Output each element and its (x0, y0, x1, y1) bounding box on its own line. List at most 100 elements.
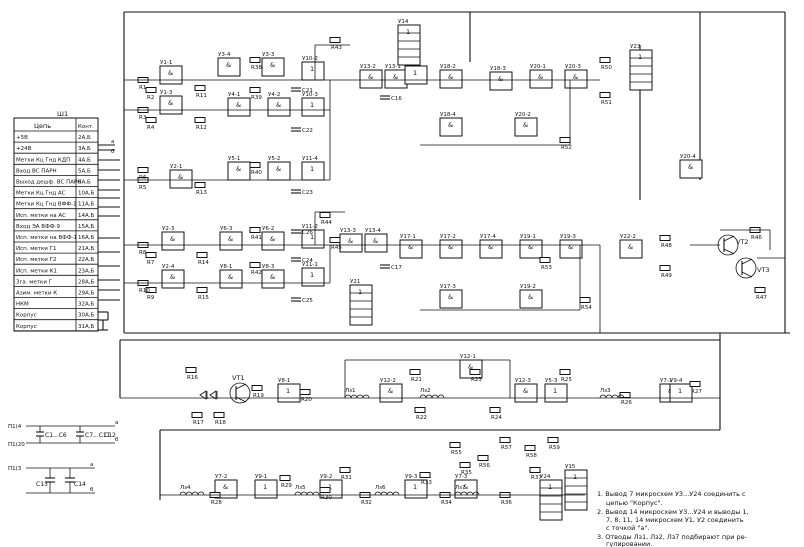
capacitor-label: C22 (302, 128, 313, 134)
power-minus-label: б (111, 149, 115, 155)
resistor-label: R13 (196, 190, 207, 196)
bypass-range-1: С1...С6 (45, 432, 67, 439)
gate-label: У1-3 (160, 90, 173, 96)
connector-header-name: Цепь (34, 122, 51, 130)
resistor-r10: R10 (137, 280, 150, 294)
gate-r18: &У2-1 (169, 164, 193, 189)
resistor-label: R57 (501, 445, 512, 451)
resistor-label: R2 (147, 95, 154, 101)
gate-label: У1-1 (160, 60, 172, 66)
resistor-label: R43 (331, 45, 342, 51)
capacitor-c25: C25 (291, 297, 313, 304)
resistor-label: R56 (479, 463, 490, 469)
gate-label: У20-2 (515, 112, 531, 118)
gate-label: У8-1 (278, 378, 290, 384)
resistor-label: R5 (139, 185, 147, 191)
resistor-label: R59 (549, 445, 560, 451)
gate-label: У12-2 (380, 378, 396, 384)
gate-symbol: 1 (310, 165, 314, 173)
bypass-pin-a: П1(4 (8, 424, 22, 430)
resistor-label: R48 (661, 243, 672, 249)
resistor-label: R20 (301, 397, 312, 403)
gate-symbol: & (528, 293, 533, 301)
capacitor-label: C25 (302, 298, 313, 304)
resistor-r35: R35 (459, 462, 472, 476)
resistor-r49: R49 (659, 265, 672, 279)
gate-r14: &У4-2 (267, 92, 291, 117)
resistor-r40: R40 (249, 162, 262, 176)
gate-label: У20-4 (680, 154, 696, 160)
gate-label: У3-4 (218, 52, 231, 58)
connector-row-pin: 14А,Б (78, 213, 95, 219)
capacitor-label: C21 (302, 88, 313, 94)
gate-r13: &У4-1 (227, 92, 251, 117)
gate-symbol: & (348, 237, 353, 245)
gate-label: У9-1 (255, 474, 267, 480)
resistor-label: R39 (251, 95, 262, 101)
bypass-minus: б (115, 437, 119, 443)
gate-label: У10-3 (302, 92, 318, 98)
gate-label: У13-2 (360, 64, 376, 70)
gate-label: У12-1 (460, 354, 476, 360)
resistor-r33: R33 (419, 472, 432, 486)
resistor-label: R12 (196, 125, 207, 131)
resistor-r44: R44 (319, 212, 332, 226)
inductor-6: Лз6 (374, 485, 400, 496)
gate-r36: &У8-1 (219, 264, 243, 289)
gate-label: У8-1 (220, 264, 232, 270)
resistor-r17: R17 (191, 412, 204, 426)
connector-row-pin: 4А,Б (78, 157, 91, 163)
connector-header-pin: Конт. (78, 124, 94, 130)
bypass-plus-2: а (90, 462, 93, 468)
connector-bus: а б (98, 139, 120, 331)
resistor-r19: R19 (251, 385, 264, 399)
inductor-2: Лз2 (419, 388, 445, 399)
gate-label: У17-4 (480, 234, 496, 240)
gate-label: У10-2 (302, 56, 318, 62)
connector-row-pin: 30А,Б (78, 313, 95, 319)
gate-label: У13-4 (365, 228, 381, 234)
gate-symbol: & (488, 243, 493, 251)
resistor-r27: R27 (689, 381, 702, 395)
gate-r32: &У19-1 (519, 234, 543, 259)
connector-row-pin: 16А,Б (78, 235, 95, 241)
gate-symbol: & (373, 237, 378, 245)
resistor-label: R17 (193, 420, 204, 426)
capacitor-c22: C22 (291, 127, 313, 134)
gate-symbol: 1 (310, 271, 314, 279)
gate-symbol: & (408, 243, 413, 251)
gate-label: У2-4 (162, 264, 175, 270)
inductor-label: Лз3 (600, 388, 611, 394)
inductor-label: Лз5 (295, 485, 306, 491)
resistor-label: R9 (147, 295, 155, 301)
gate-r47: 1У9-4 (669, 378, 693, 403)
resistor-r4: R4 (145, 117, 157, 131)
connector-row-pin: 11А,Б (78, 202, 95, 208)
gate-symbol: 1 (406, 28, 410, 36)
capacitor-c17: C17 (380, 264, 402, 271)
connector-row-name: НКМ (16, 302, 29, 308)
gate-label: У20-3 (565, 64, 581, 70)
resistor-label: R32 (361, 500, 372, 506)
gate-r41: 1У8-1 (277, 378, 301, 403)
resistor-label: R42 (251, 270, 262, 276)
gate-label: У17-1 (400, 234, 416, 240)
gate-symbol: & (448, 293, 453, 301)
gate-label: У5-3 (545, 378, 558, 384)
gate-r27: &У13-3 (339, 228, 363, 253)
gate-r42: &У12-2 (379, 378, 403, 403)
connector-row-name: +24В (16, 146, 32, 152)
resistor-r51: R51 (599, 92, 612, 106)
resistor-label: R14 (198, 260, 209, 266)
gate-label: У4-2 (268, 92, 280, 98)
inductor-label: Лз7 (455, 485, 466, 491)
resistor-r31: R31 (339, 467, 352, 481)
resistor-r50: R50 (599, 57, 612, 71)
resistor-label: R7 (147, 260, 155, 266)
resistor-r59: R59 (547, 437, 560, 451)
gate-r37: &У8-3 (261, 264, 285, 289)
resistor-r37: R37 (529, 467, 542, 481)
gate-symbol: & (523, 387, 528, 395)
resistor-r2: R2 (145, 87, 157, 101)
